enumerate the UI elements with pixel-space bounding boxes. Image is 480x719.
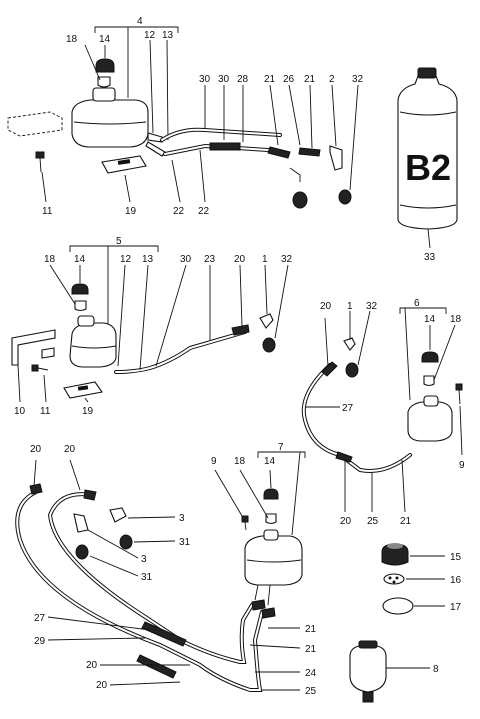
reservoir-body-4 [71, 99, 149, 148]
callout-labels: 4 18 14 12 13 30 30 28 21 26 21 2 32 11 … [14, 16, 465, 697]
callout-30: 30 [180, 254, 192, 265]
callout-19: 19 [82, 406, 94, 417]
callout-11: 11 [42, 206, 53, 217]
screw-9-a-head [455, 383, 463, 391]
callout-31: 31 [179, 537, 191, 548]
cap-14-a [95, 58, 115, 73]
callout-18: 18 [234, 456, 246, 467]
callout-4: 4 [137, 16, 143, 27]
callout-3: 3 [141, 554, 147, 565]
callout-20: 20 [30, 444, 42, 455]
callout-12: 12 [144, 30, 156, 41]
callout-28: 28 [237, 74, 249, 85]
callout-5: 5 [116, 236, 122, 247]
reservoir-body-7 [244, 535, 303, 586]
callout-9: 9 [459, 460, 465, 471]
strainer-18-c [423, 375, 435, 387]
callout-13: 13 [142, 254, 154, 265]
screw-11-b-head [31, 364, 39, 372]
disc-16 [383, 573, 405, 585]
callout-1: 1 [347, 301, 353, 312]
callout-18: 18 [44, 254, 56, 265]
cap-15 [381, 543, 409, 566]
callout-33: 33 [424, 252, 436, 263]
callout-13: 13 [162, 30, 174, 41]
callout-8: 8 [433, 664, 439, 675]
group-4-reservoir-assembly [7, 26, 359, 209]
callout-22: 22 [173, 206, 185, 217]
strainer-18-d [265, 513, 277, 525]
callout-14: 14 [74, 254, 86, 265]
cap-14-c [421, 351, 439, 363]
callout-25: 25 [305, 686, 317, 697]
callout-24: 24 [305, 668, 317, 679]
callout-21: 21 [305, 644, 317, 655]
small-parts [349, 543, 445, 703]
callout-20: 20 [64, 444, 76, 455]
cover-17 [382, 597, 414, 615]
reservoir-body-6 [407, 401, 453, 442]
callout-29: 29 [34, 636, 46, 647]
callout-17: 17 [450, 602, 462, 613]
callout-30: 30 [199, 74, 211, 85]
callout-18: 18 [66, 34, 78, 45]
bottom-hose-set [15, 459, 301, 692]
callout-2: 2 [329, 74, 335, 85]
cap-14-d [263, 488, 279, 500]
callout-26: 26 [283, 74, 295, 85]
callout-10: 10 [14, 406, 26, 417]
callout-20: 20 [86, 660, 98, 671]
callout-18: 18 [450, 314, 462, 325]
group-5-reservoir-assembly [11, 245, 289, 403]
callout-20: 20 [340, 516, 352, 527]
callout-3: 3 [179, 513, 185, 524]
callout-30: 30 [218, 74, 230, 85]
callout-21: 21 [305, 624, 317, 635]
strainer-18-b [74, 300, 87, 312]
callout-25: 25 [367, 516, 379, 527]
callout-14: 14 [264, 456, 276, 467]
bracket-outline-dashed [7, 111, 63, 137]
callout-14: 14 [99, 34, 111, 45]
callout-1: 1 [262, 254, 268, 265]
reservoir-neck-4 [92, 87, 116, 102]
plate-19-a [101, 155, 147, 174]
cap-14-b [71, 283, 89, 295]
callout-27: 27 [342, 403, 354, 414]
callout-19: 19 [125, 206, 137, 217]
bracket-10 [11, 329, 56, 366]
callout-16: 16 [450, 575, 462, 586]
callout-21: 21 [304, 74, 316, 85]
screw-11-a-head [35, 151, 45, 159]
callout-11: 11 [40, 406, 51, 417]
reservoir-8 [349, 644, 387, 693]
callout-32: 32 [352, 74, 364, 85]
callout-32: 32 [366, 301, 378, 312]
callout-31: 31 [141, 572, 153, 583]
screw-9-b-head [241, 515, 249, 523]
callout-20: 20 [320, 301, 332, 312]
reservoir-body-5 [69, 322, 117, 368]
group-7-reservoir-assembly [214, 451, 306, 606]
callout-9: 9 [211, 456, 217, 467]
callout-20: 20 [234, 254, 246, 265]
callout-14: 14 [424, 314, 436, 325]
callout-6: 6 [414, 298, 420, 309]
callout-12: 12 [120, 254, 132, 265]
callout-15: 15 [450, 552, 462, 563]
callout-21: 21 [400, 516, 412, 527]
callout-23: 23 [204, 254, 216, 265]
callout-27: 27 [34, 613, 46, 624]
callout-32: 32 [281, 254, 293, 265]
group-6-reservoir-assembly [301, 307, 463, 513]
callout-7: 7 [278, 442, 284, 453]
bottle-label: B2 [405, 147, 451, 188]
callout-21: 21 [264, 74, 276, 85]
callout-20: 20 [96, 680, 108, 691]
strainer-18-a [97, 76, 111, 88]
callout-22: 22 [198, 206, 210, 217]
fluid-bottle-33: B2 [397, 67, 458, 249]
